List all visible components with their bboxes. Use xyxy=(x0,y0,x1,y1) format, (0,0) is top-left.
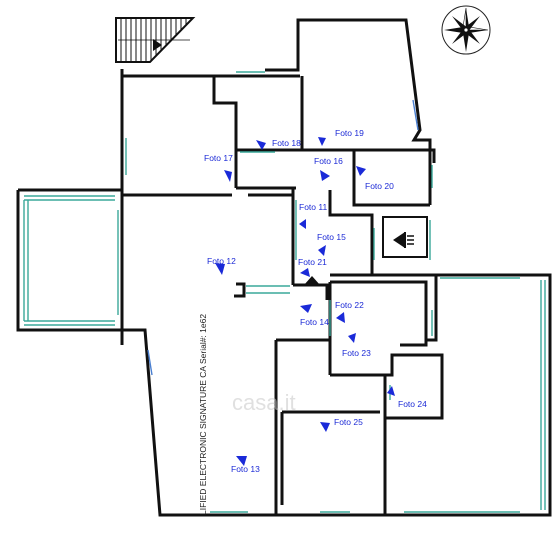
photo-label-25: Foto 25 xyxy=(334,417,363,427)
fireplace-icon xyxy=(382,216,428,258)
photo-label-12: Foto 12 xyxy=(207,256,236,266)
photo-label-20: Foto 20 xyxy=(365,181,394,191)
photo-label-19: Foto 19 xyxy=(335,128,364,138)
photo-marker xyxy=(387,386,395,396)
photo-marker xyxy=(356,166,366,176)
photo-marker xyxy=(320,422,330,432)
signature-text: LIFIED ELECTRONIC SIGNATURE CA Serial#: … xyxy=(198,314,208,515)
photo-label-14: Foto 14 xyxy=(300,317,329,327)
photo-marker xyxy=(318,245,326,256)
photo-marker xyxy=(299,219,306,229)
photo-labels: Foto 11 Foto 12 Foto 13 Foto 14 Foto 15 … xyxy=(204,128,427,474)
photo-label-18: Foto 18 xyxy=(272,138,301,148)
photo-label-24: Foto 24 xyxy=(398,399,427,409)
photo-marker xyxy=(236,456,247,466)
photo-marker xyxy=(336,312,345,323)
photo-marker xyxy=(224,170,232,182)
walls xyxy=(16,18,552,517)
photo-marker xyxy=(300,304,312,313)
compass-rose-icon xyxy=(441,5,491,55)
photo-label-16: Foto 16 xyxy=(314,156,343,166)
photo-label-11: Foto 11 xyxy=(299,202,327,212)
photo-label-13: Foto 13 xyxy=(231,464,260,474)
photo-marker xyxy=(348,333,356,343)
photo-markers xyxy=(215,137,395,466)
watermark: casa.it xyxy=(232,390,296,415)
photo-marker xyxy=(320,170,330,181)
photo-label-21: Foto 21 xyxy=(298,257,327,267)
photo-label-15: Foto 15 xyxy=(317,232,346,242)
photo-label-23: Foto 23 xyxy=(342,348,371,358)
photo-marker xyxy=(300,268,310,277)
stair-arrow-icon xyxy=(304,276,320,285)
photo-marker xyxy=(215,263,225,275)
photo-marker xyxy=(318,137,326,146)
staircase-icon xyxy=(115,17,196,63)
photo-marker xyxy=(256,140,266,150)
photo-label-22: Foto 22 xyxy=(335,300,364,310)
windows xyxy=(23,71,546,513)
photo-label-17: Foto 17 xyxy=(204,153,233,163)
